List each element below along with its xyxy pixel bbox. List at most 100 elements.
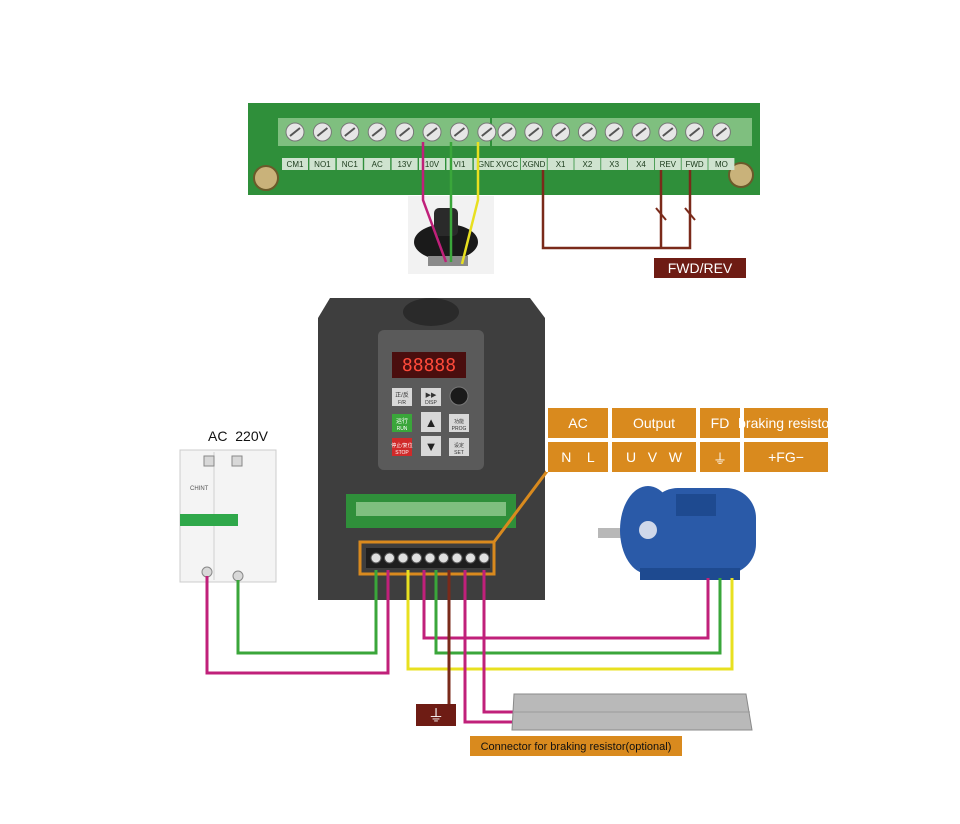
circuit-breaker: AC 220V CHINT: [179, 428, 277, 583]
terminal-label-ac: AC: [372, 160, 383, 169]
fwd-switch-icon: [684, 207, 696, 221]
run-button[interactable]: [392, 414, 412, 432]
terminal-label-bg: [520, 158, 547, 170]
fwd-rev-label: FWD/REV: [668, 260, 733, 276]
xgnd-common-wire: [541, 170, 692, 250]
rev-switch-icon: [655, 207, 667, 221]
disp-button[interactable]: [421, 388, 441, 406]
terminal-label-x4: X4: [636, 160, 646, 169]
output-v-wire: [434, 570, 722, 655]
terminal-label-no1: NO1: [314, 160, 331, 169]
power-terminal-highlight: [358, 540, 496, 576]
prog-button-sub: PROG: [452, 426, 467, 432]
mount-screw-left: [253, 165, 279, 191]
value-output: U V W: [626, 449, 683, 465]
terminal-screw-slot: [581, 127, 594, 137]
terminal-label-bg: [282, 158, 308, 170]
down-button[interactable]: [421, 436, 441, 456]
pot-body: [428, 256, 468, 266]
pot-knob: [434, 208, 458, 236]
terminal-screw-slot: [344, 127, 356, 137]
speed-knob[interactable]: [449, 386, 469, 406]
fr-button-sub: F/R: [398, 400, 406, 406]
breaker-brand: CHINT: [190, 486, 209, 492]
terminal-label-10v: 10V: [425, 160, 440, 169]
pot-wire-gnd: [460, 142, 480, 265]
mount-screw-right: [728, 162, 754, 188]
power-callout-line: [492, 469, 550, 543]
power-wiring: [205, 570, 734, 724]
power-terminal-screws: [370, 552, 490, 564]
terminal-screw-slot: [501, 127, 513, 137]
power-terminal-screw: [465, 552, 476, 564]
breaker-top-screw-right: [231, 455, 243, 467]
prog-button-label: 功能: [454, 418, 464, 425]
set-button-sub: SET: [454, 450, 464, 456]
header-braking-cell: [744, 408, 828, 438]
terminal-label-bg: [708, 158, 735, 170]
electric-motor: [598, 486, 756, 580]
motor-bearing: [639, 521, 657, 539]
braking-note-badge: [470, 736, 682, 756]
header-fd-cell: [700, 408, 740, 438]
terminal-label-bg: [574, 158, 601, 170]
terminal-screw-slot: [398, 127, 411, 137]
fr-button[interactable]: [392, 388, 412, 406]
header-ac: AC: [568, 415, 587, 431]
ground-symbol-icon: ⏚: [428, 707, 444, 725]
power-terminal-screw: [424, 552, 436, 564]
header-output: Output: [633, 415, 675, 431]
breaker-voltage-label: AC 220V: [208, 428, 269, 444]
power-terminal-screw: [384, 552, 395, 564]
terminal-screw-slot: [426, 127, 438, 137]
header-braking: braking resistor: [738, 415, 834, 431]
ac-l-wire: [236, 570, 378, 655]
inverter-unit: 88888 正/反 F/R ▶▶ DISP 运行 RUN ▲ 功能 PROG 停…: [318, 298, 545, 600]
run-button-label: 运行: [396, 417, 408, 425]
pot-dial-plate: [414, 224, 478, 260]
motor-feet: [640, 568, 740, 580]
power-terminal-screw: [397, 552, 409, 564]
stop-button[interactable]: [392, 438, 412, 456]
power-terminal-screw: [411, 552, 422, 564]
header-ac-cell: [548, 408, 608, 438]
terminal-label-bg: [364, 158, 391, 170]
output-w-wire: [406, 570, 734, 671]
value-fd-cell: [700, 442, 740, 472]
run-button-sub: RUN: [397, 426, 408, 432]
value-ac-cell: [548, 442, 608, 472]
prog-button[interactable]: [449, 414, 469, 432]
ac-n-wire: [205, 570, 390, 675]
fwd-rev-wiring: FWD/REV: [541, 170, 746, 278]
terminal-label-bg: [654, 158, 681, 170]
power-terminal-screw: [370, 552, 382, 564]
set-button-label: 设定: [454, 442, 464, 449]
terminal-label-rev: REV: [660, 160, 677, 169]
terminal-screw-slot: [608, 127, 620, 137]
terminal-label-bg: [628, 158, 654, 170]
breaker-top-screw-left: [203, 455, 215, 467]
terminal-label-bg: [681, 158, 708, 170]
value-output-cell: [612, 442, 696, 472]
power-terminal-table: AC Output FD braking resistor N L U V W …: [546, 406, 834, 472]
motor-shaft: [598, 528, 628, 538]
up-button[interactable]: [421, 412, 441, 432]
set-button[interactable]: [449, 438, 469, 456]
terminal-label-bg: [391, 158, 418, 170]
motor-junction-box: [676, 494, 716, 516]
terminal-screw-slot: [662, 127, 674, 137]
terminal-label-bg: [547, 158, 574, 170]
terminal-screw-slot: [715, 127, 728, 137]
header-output-cell: [612, 408, 696, 438]
terminal-label-bg: [494, 158, 520, 170]
terminal-label-bg: [446, 158, 473, 170]
breaker-switch[interactable]: [180, 514, 238, 526]
terminal-label-bg: [473, 158, 500, 170]
disp-button-label: DISP: [425, 400, 437, 406]
terminal-label-x3: X3: [609, 160, 619, 169]
terminal-screw-slot: [688, 127, 701, 137]
fr-button-label: 正/反: [395, 391, 409, 399]
terminal-label-bg: [419, 158, 445, 170]
